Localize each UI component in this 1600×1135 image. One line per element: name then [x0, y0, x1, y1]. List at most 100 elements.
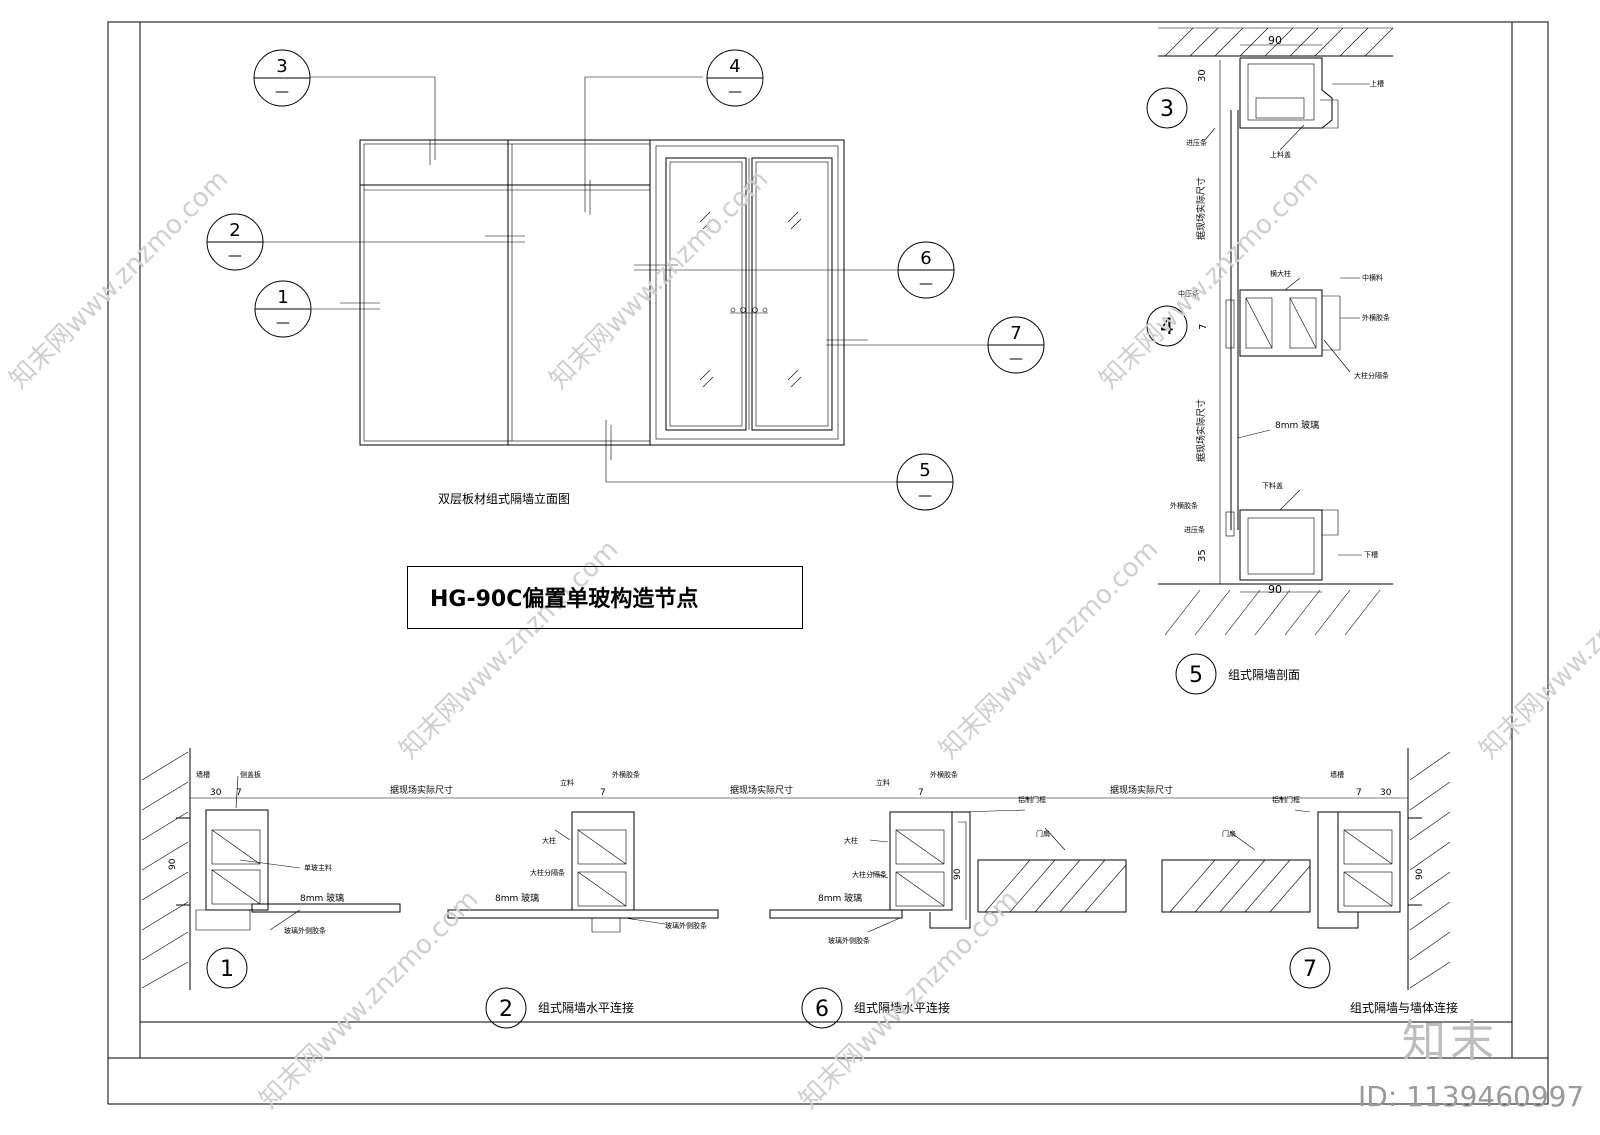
svg-text:—: —	[276, 315, 290, 331]
svg-text:7: 7	[1198, 324, 1209, 330]
svg-text:门扇: 门扇	[1036, 829, 1050, 838]
svg-text:8mm 玻璃: 8mm 玻璃	[818, 892, 862, 904]
svg-text:组式隔墙水平连接: 组式隔墙水平连接	[854, 1000, 950, 1015]
svg-text:大柱分隔条: 大柱分隔条	[1354, 371, 1389, 380]
elevation-drawing	[262, 76, 988, 483]
section-callout-4: 4	[1146, 305, 1188, 347]
svg-text:3: 3	[276, 56, 287, 77]
svg-text:7: 7	[236, 788, 242, 798]
svg-text:90: 90	[953, 868, 963, 880]
svg-text:大柱分隔条: 大柱分隔条	[852, 870, 887, 879]
svg-text:3: 3	[1160, 97, 1174, 122]
svg-text:90: 90	[1415, 868, 1425, 880]
svg-text:90: 90	[168, 858, 178, 870]
title-box: HG-90C偏置单玻构造节点	[407, 566, 803, 629]
svg-text:铝制门框: 铝制门框	[1018, 795, 1046, 804]
svg-text:35: 35	[1197, 549, 1208, 562]
svg-text:墙槽: 墙槽	[196, 770, 210, 779]
svg-text:立料: 立料	[876, 778, 890, 787]
details-drawing	[141, 748, 1451, 990]
svg-text:玻璃外侧胶条: 玻璃外侧胶条	[665, 921, 707, 930]
svg-text:7: 7	[600, 788, 606, 798]
svg-text:6: 6	[815, 997, 829, 1022]
svg-text:侧盖板: 侧盖板	[240, 770, 261, 779]
svg-text:7: 7	[1356, 788, 1362, 798]
svg-text:中横料: 中横料	[1362, 273, 1383, 282]
svg-text:外横胶条: 外横胶条	[612, 770, 640, 779]
svg-text:据现场实际尺寸: 据现场实际尺寸	[1195, 177, 1207, 240]
section-callout-3: 3	[1146, 87, 1188, 129]
svg-text:门扇: 门扇	[1222, 829, 1236, 838]
svg-text:4: 4	[729, 56, 740, 77]
section-drawing	[1158, 27, 1394, 636]
svg-text:知末网www.znzmo.com: 知末网www.znzmo.com	[1474, 534, 1600, 765]
callout-5: 5 —	[896, 453, 954, 511]
callout-3: 3 —	[253, 49, 311, 107]
svg-text:90: 90	[1268, 583, 1282, 596]
svg-text:上料盖: 上料盖	[1270, 150, 1291, 159]
svg-text:外横胶条: 外横胶条	[930, 770, 958, 779]
resource-id: ID: 1139460997	[1358, 1080, 1585, 1113]
svg-text:据现场实际尺寸: 据现场实际尺寸	[1195, 399, 1207, 462]
svg-text:据现场实际尺寸: 据现场实际尺寸	[730, 784, 793, 796]
svg-text:玻璃外侧胶条: 玻璃外侧胶条	[828, 936, 870, 945]
svg-text:玻璃外侧胶条: 玻璃外侧胶条	[284, 926, 326, 935]
svg-text:—: —	[275, 84, 289, 100]
svg-text:单玻主料: 单玻主料	[304, 863, 332, 872]
svg-text:墙槽: 墙槽	[1330, 770, 1344, 779]
svg-text:8mm 玻璃: 8mm 玻璃	[300, 892, 344, 904]
svg-text:进压条: 进压条	[1184, 525, 1205, 534]
svg-text:—: —	[919, 276, 933, 292]
svg-text:据现场实际尺寸: 据现场实际尺寸	[390, 784, 453, 796]
svg-text:1: 1	[220, 957, 234, 982]
svg-text:据现场实际尺寸: 据现场实际尺寸	[1110, 784, 1173, 796]
svg-text:90: 90	[1268, 34, 1282, 47]
detail-callout-6: 6 组式隔墙水平连接	[801, 987, 950, 1029]
svg-text:知末网www.znzmo.com: 知末网www.znzmo.com	[1094, 164, 1325, 395]
watermarks: 知末网www.znzmo.com 知末网www.znzmo.com 知末网www…	[4, 164, 1600, 1115]
callout-6: 6 —	[897, 241, 955, 299]
svg-text:组式隔墙剖面: 组式隔墙剖面	[1228, 668, 1300, 682]
svg-text:2: 2	[499, 997, 513, 1022]
svg-text:2: 2	[229, 220, 240, 241]
svg-text:5: 5	[919, 460, 930, 481]
svg-text:30: 30	[1197, 69, 1208, 82]
svg-text:知末网www.znzmo.com: 知末网www.znzmo.com	[4, 164, 235, 395]
svg-text:7: 7	[918, 788, 924, 798]
svg-text:下料盖: 下料盖	[1262, 481, 1283, 490]
svg-text:横大柱: 横大柱	[1270, 269, 1291, 278]
svg-text:1: 1	[277, 287, 288, 308]
svg-text:—: —	[228, 248, 242, 264]
svg-text:外横胶条: 外横胶条	[1170, 501, 1198, 510]
svg-text:7: 7	[1303, 957, 1317, 982]
detail-callout-7: 7 组式隔墙与墙体连接	[1289, 947, 1458, 1015]
svg-text:上槽: 上槽	[1370, 79, 1384, 88]
callout-4: 4 —	[706, 49, 764, 107]
svg-text:5: 5	[1189, 663, 1203, 688]
section-caption-group: 5 组式隔墙剖面	[1175, 653, 1300, 695]
svg-text:30: 30	[210, 788, 222, 798]
svg-text:中压条: 中压条	[1178, 289, 1199, 298]
svg-text:铝制门框: 铝制门框	[1272, 795, 1300, 804]
callout-2: 2 —	[206, 213, 264, 271]
section-labels: 90 90 30 35 7 据现场实际尺寸 据现场实际尺寸 8mm 玻璃 上槽 …	[1170, 34, 1390, 596]
svg-text:—: —	[1009, 351, 1023, 367]
svg-text:7: 7	[1010, 323, 1021, 344]
svg-text:下槽: 下槽	[1364, 550, 1378, 559]
svg-text:大柱分隔条: 大柱分隔条	[530, 868, 565, 877]
details-labels: 据现场实际尺寸 据现场实际尺寸 据现场实际尺寸 墙槽 侧盖板 30 7 90 单…	[168, 770, 1425, 945]
elevation-caption: 双层板材组式隔墙立面图	[438, 491, 570, 506]
site-logo: 知末	[1402, 1016, 1498, 1067]
detail-callout-1: 1	[206, 947, 248, 989]
svg-text:进压条: 进压条	[1186, 138, 1207, 147]
svg-text:组式隔墙与墙体连接: 组式隔墙与墙体连接	[1350, 1000, 1458, 1015]
svg-text:—: —	[728, 84, 742, 100]
svg-text:8mm 玻璃: 8mm 玻璃	[1275, 419, 1319, 431]
svg-text:4: 4	[1160, 315, 1174, 340]
drawing-title: HG-90C偏置单玻构造节点	[430, 587, 699, 612]
svg-text:大柱: 大柱	[844, 836, 858, 845]
svg-text:知末网www.znzmo.com: 知末网www.znzmo.com	[254, 884, 485, 1115]
callout-1: 1 —	[254, 280, 312, 338]
